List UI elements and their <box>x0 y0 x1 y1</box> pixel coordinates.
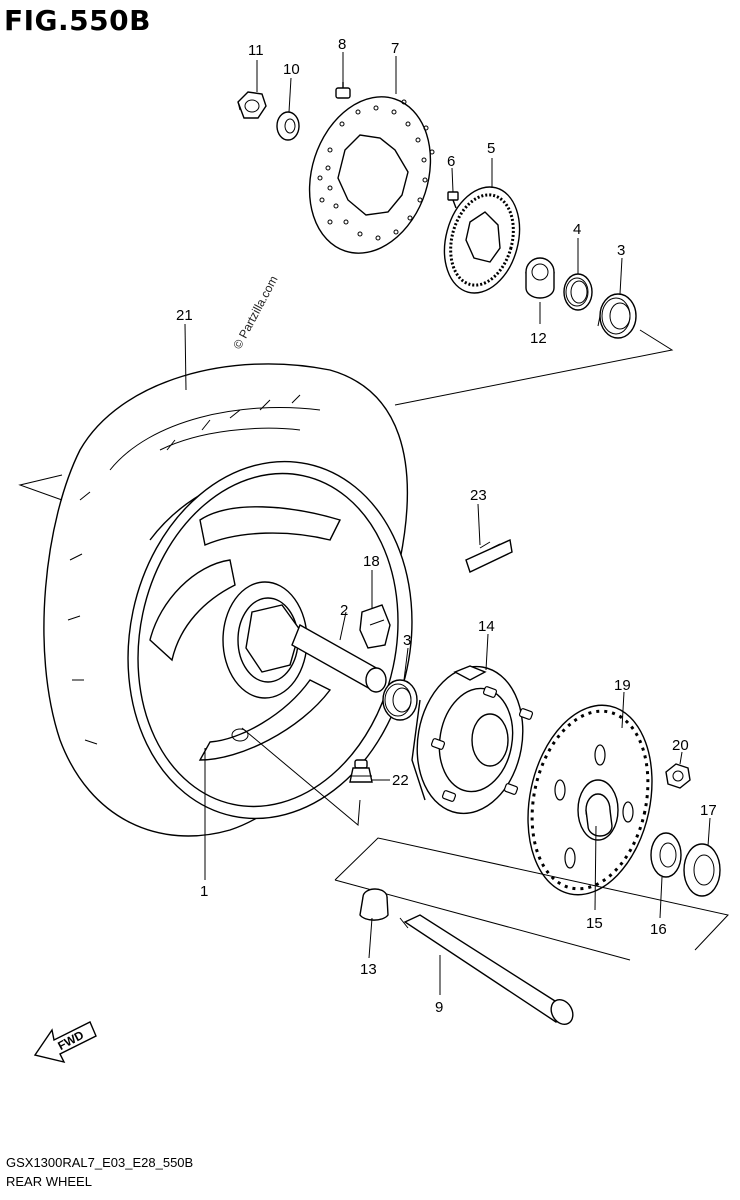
callout-5: 5 <box>487 140 495 157</box>
watermark-text: © Partzilla.com <box>230 273 280 351</box>
callout-15: 15 <box>586 915 603 932</box>
part-20-nut[interactable] <box>665 763 691 789</box>
callout-6: 6 <box>447 153 455 170</box>
callout-13: 13 <box>360 961 377 978</box>
callout-4: 4 <box>573 221 581 238</box>
fwd-arrow-icon: FWD <box>33 1021 97 1064</box>
callout-19: 19 <box>614 677 631 694</box>
callout-12: 12 <box>530 330 547 347</box>
part-4-oil-seal[interactable] <box>563 273 593 311</box>
part-23-clip[interactable] <box>465 538 513 573</box>
section-name: REAR WHEEL <box>6 1174 92 1189</box>
part-7-brake-disc[interactable] <box>290 81 450 269</box>
callout-18: 18 <box>363 553 380 570</box>
part-18-damper[interactable] <box>359 604 391 649</box>
callout-1: 1 <box>200 883 208 900</box>
callout-21: 21 <box>176 307 193 324</box>
part-12-collar[interactable] <box>525 257 555 299</box>
figure-title: FIG.550B <box>4 4 151 37</box>
part-13-spacer[interactable] <box>359 888 389 921</box>
callout-2: 2 <box>340 602 348 619</box>
callout-3-lower: 3 <box>403 632 411 649</box>
part-15-collar[interactable] <box>585 793 613 837</box>
part-16-bearing[interactable] <box>650 832 682 878</box>
part-22-valve[interactable] <box>349 759 373 783</box>
callout-3-upper: 3 <box>617 242 625 259</box>
callout-9: 9 <box>435 999 443 1016</box>
callout-11: 11 <box>248 42 264 59</box>
part-2-spacer[interactable] <box>291 623 387 693</box>
model-code: GSX1300RAL7_E03_E28_550B <box>6 1155 194 1170</box>
part-1-wheel[interactable] <box>96 435 445 845</box>
part-8-bolt[interactable] <box>335 82 351 99</box>
part-9-axle[interactable] <box>399 914 577 1028</box>
part-17-oil-seal[interactable] <box>683 843 721 897</box>
callout-7: 7 <box>391 40 399 57</box>
callout-16: 16 <box>650 921 667 938</box>
part-3-bearing-upper[interactable] <box>597 293 637 339</box>
part-5-sensor-rotor[interactable] <box>433 179 530 302</box>
callout-23: 23 <box>470 487 487 504</box>
callouts: 11 10 8 7 6 5 4 3 12 21 23 18 2 3 14 19 … <box>176 36 717 1016</box>
callout-22: 22 <box>392 772 409 789</box>
part-6-bolt[interactable] <box>447 191 459 209</box>
part-10-washer[interactable] <box>276 111 300 141</box>
part-11-nut[interactable] <box>237 91 267 119</box>
callout-17: 17 <box>700 802 717 819</box>
callout-8: 8 <box>338 36 346 53</box>
callout-20: 20 <box>672 737 689 754</box>
leader-lines <box>184 52 711 995</box>
part-3-bearing-lower[interactable] <box>382 679 418 721</box>
callout-10: 10 <box>283 61 300 78</box>
callout-14: 14 <box>478 618 495 635</box>
part-14-sprocket-drum[interactable] <box>406 658 534 822</box>
